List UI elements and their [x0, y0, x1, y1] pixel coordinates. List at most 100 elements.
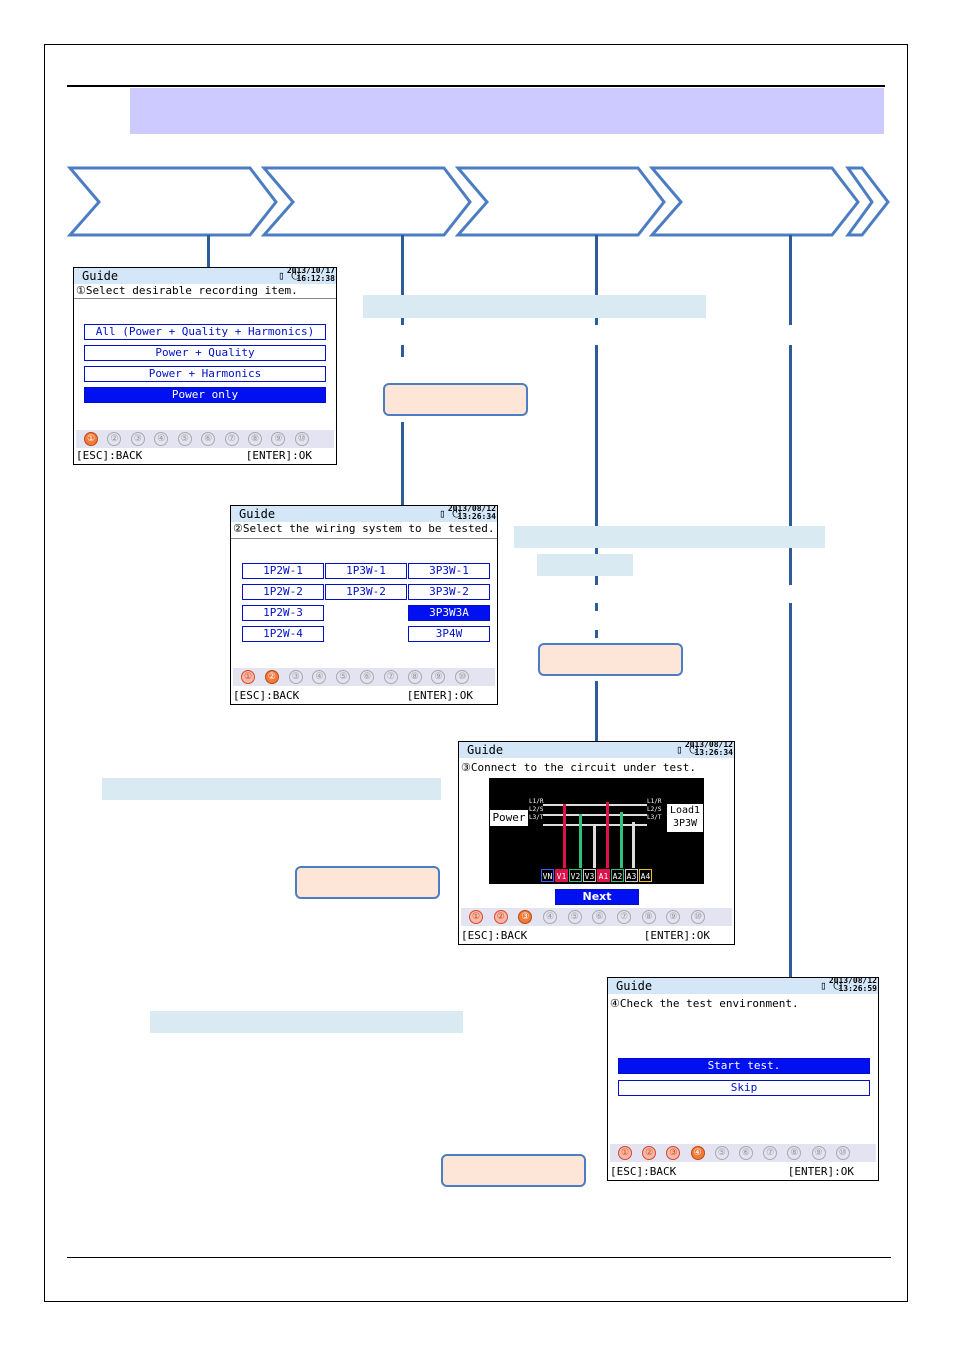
- connector-3d: [595, 630, 598, 638]
- connector-3b: [595, 345, 598, 585]
- chevron-step-3: [454, 166, 666, 237]
- start-test-button[interactable]: Start test.: [618, 1058, 870, 1074]
- wiring-option[interactable]: 3P4W: [408, 626, 490, 642]
- recording-option[interactable]: Power + Quality: [84, 345, 326, 361]
- back-hint: [ESC]:BACK: [461, 929, 528, 942]
- step-dot: ②: [107, 432, 122, 446]
- step-dot: ④: [312, 670, 327, 684]
- step-dot: ④: [154, 432, 169, 446]
- step-dot: ⑦: [763, 1146, 778, 1160]
- phase-label: L2/S: [647, 806, 662, 813]
- step-dot: ⑨: [666, 910, 681, 924]
- divider: [74, 298, 336, 299]
- probe-wire: [579, 814, 582, 868]
- probe-wire: [632, 822, 635, 868]
- wiring-option[interactable]: 1P3W-2: [325, 584, 407, 600]
- step-dot: ⑥: [360, 670, 375, 684]
- screen-footer: [ESC]:BACK [ENTER]:OK: [76, 449, 334, 463]
- chevron-step-2: [260, 166, 472, 237]
- step-dot: ②: [642, 1146, 657, 1160]
- screen-instruction: ③Connect to the circuit under test.: [461, 761, 697, 774]
- label-pill-4: [441, 1154, 586, 1187]
- step-dot: ⑩: [294, 432, 309, 446]
- terminal-v2: V2: [569, 869, 582, 882]
- power-plug-icon: ⏻: [452, 507, 461, 520]
- phase-line: [543, 804, 647, 806]
- step-dot: ②: [493, 910, 508, 924]
- phase-label: L3/T: [647, 814, 662, 821]
- skip-button[interactable]: Skip: [618, 1080, 870, 1096]
- wiring-option[interactable]: 1P3W-1: [325, 563, 407, 579]
- sd-card-icon: ▯ ⏻: [820, 979, 842, 992]
- step-dot: ⑩: [835, 1146, 850, 1160]
- page-frame: [44, 44, 908, 1302]
- power-plug-icon: ⏻: [689, 743, 698, 756]
- step-dot: ①: [241, 670, 255, 684]
- wiring-option[interactable]: 1P2W-4: [242, 626, 324, 642]
- step-dot: ③: [288, 670, 303, 684]
- screen-instruction: ①Select desirable recording item.: [76, 284, 298, 297]
- terminal-vn: VN: [541, 869, 554, 882]
- step-dot: ⑧: [248, 432, 262, 446]
- screen-footer: [ESC]:BACK [ENTER]:OK: [233, 689, 495, 703]
- recording-option[interactable]: Power + Harmonics: [84, 366, 326, 382]
- label-bar-4: [102, 778, 441, 800]
- recording-option[interactable]: Power only: [84, 387, 326, 403]
- phase-label: L2/S: [529, 806, 544, 813]
- power-source-box: Power: [490, 810, 528, 826]
- step-dot: ⑦: [224, 432, 239, 446]
- next-button[interactable]: Next: [555, 889, 639, 905]
- step-dot: ④: [690, 1146, 705, 1160]
- terminal-v3: V3: [583, 869, 596, 882]
- step-dot: ③: [518, 910, 533, 924]
- wiring-option[interactable]: 1P2W-1: [242, 563, 324, 579]
- screen-title: Guide: [239, 507, 276, 521]
- step-dot: ⑧: [407, 670, 422, 684]
- step-dot: ⑥: [201, 432, 216, 446]
- ok-hint: [ENTER]:OK: [406, 689, 473, 702]
- screen-instruction: ④Check the test environment.: [610, 997, 799, 1010]
- step-dot: ③: [130, 432, 145, 446]
- connector-3e: [595, 681, 598, 741]
- bottom-rule: [67, 1257, 891, 1258]
- connector-2b: [401, 345, 404, 357]
- step-dot: ⑧: [787, 1146, 802, 1160]
- probe-wire: [563, 804, 566, 868]
- terminal-a2: A2: [611, 869, 624, 882]
- ok-hint: [ENTER]:OK: [245, 449, 312, 462]
- step-dot: ⑤: [714, 1146, 729, 1160]
- screen-instruction: ②Select the wiring system to be tested.: [233, 522, 495, 535]
- step-dot: ④: [543, 910, 557, 924]
- label-bar-3: [537, 554, 633, 576]
- sd-card-icon: ▯ ⏻: [676, 743, 698, 756]
- wiring-option[interactable]: 1P2W-2: [242, 584, 324, 600]
- wiring-option[interactable]: 3P3W-1: [408, 563, 490, 579]
- wiring-option[interactable]: 1P2W-3: [242, 605, 324, 621]
- step-dot: ②: [264, 670, 279, 684]
- power-plug-icon: ⏻: [833, 979, 842, 992]
- screen-title: Guide: [82, 269, 119, 283]
- wiring-option[interactable]: 3P3W3A: [408, 605, 490, 621]
- connector-2c: [401, 422, 404, 506]
- step-dot: ⑩: [455, 670, 470, 684]
- recording-option[interactable]: All (Power + Quality + Harmonics): [84, 324, 326, 340]
- terminal-a1: A1: [597, 869, 610, 882]
- label-bar-2: [514, 526, 825, 548]
- divider: [231, 538, 497, 539]
- step-dot: ⑤: [567, 910, 582, 924]
- wiring-option[interactable]: 3P3W-2: [408, 584, 490, 600]
- step-dot: ①: [469, 910, 483, 924]
- terminal-a3: A3: [625, 869, 638, 882]
